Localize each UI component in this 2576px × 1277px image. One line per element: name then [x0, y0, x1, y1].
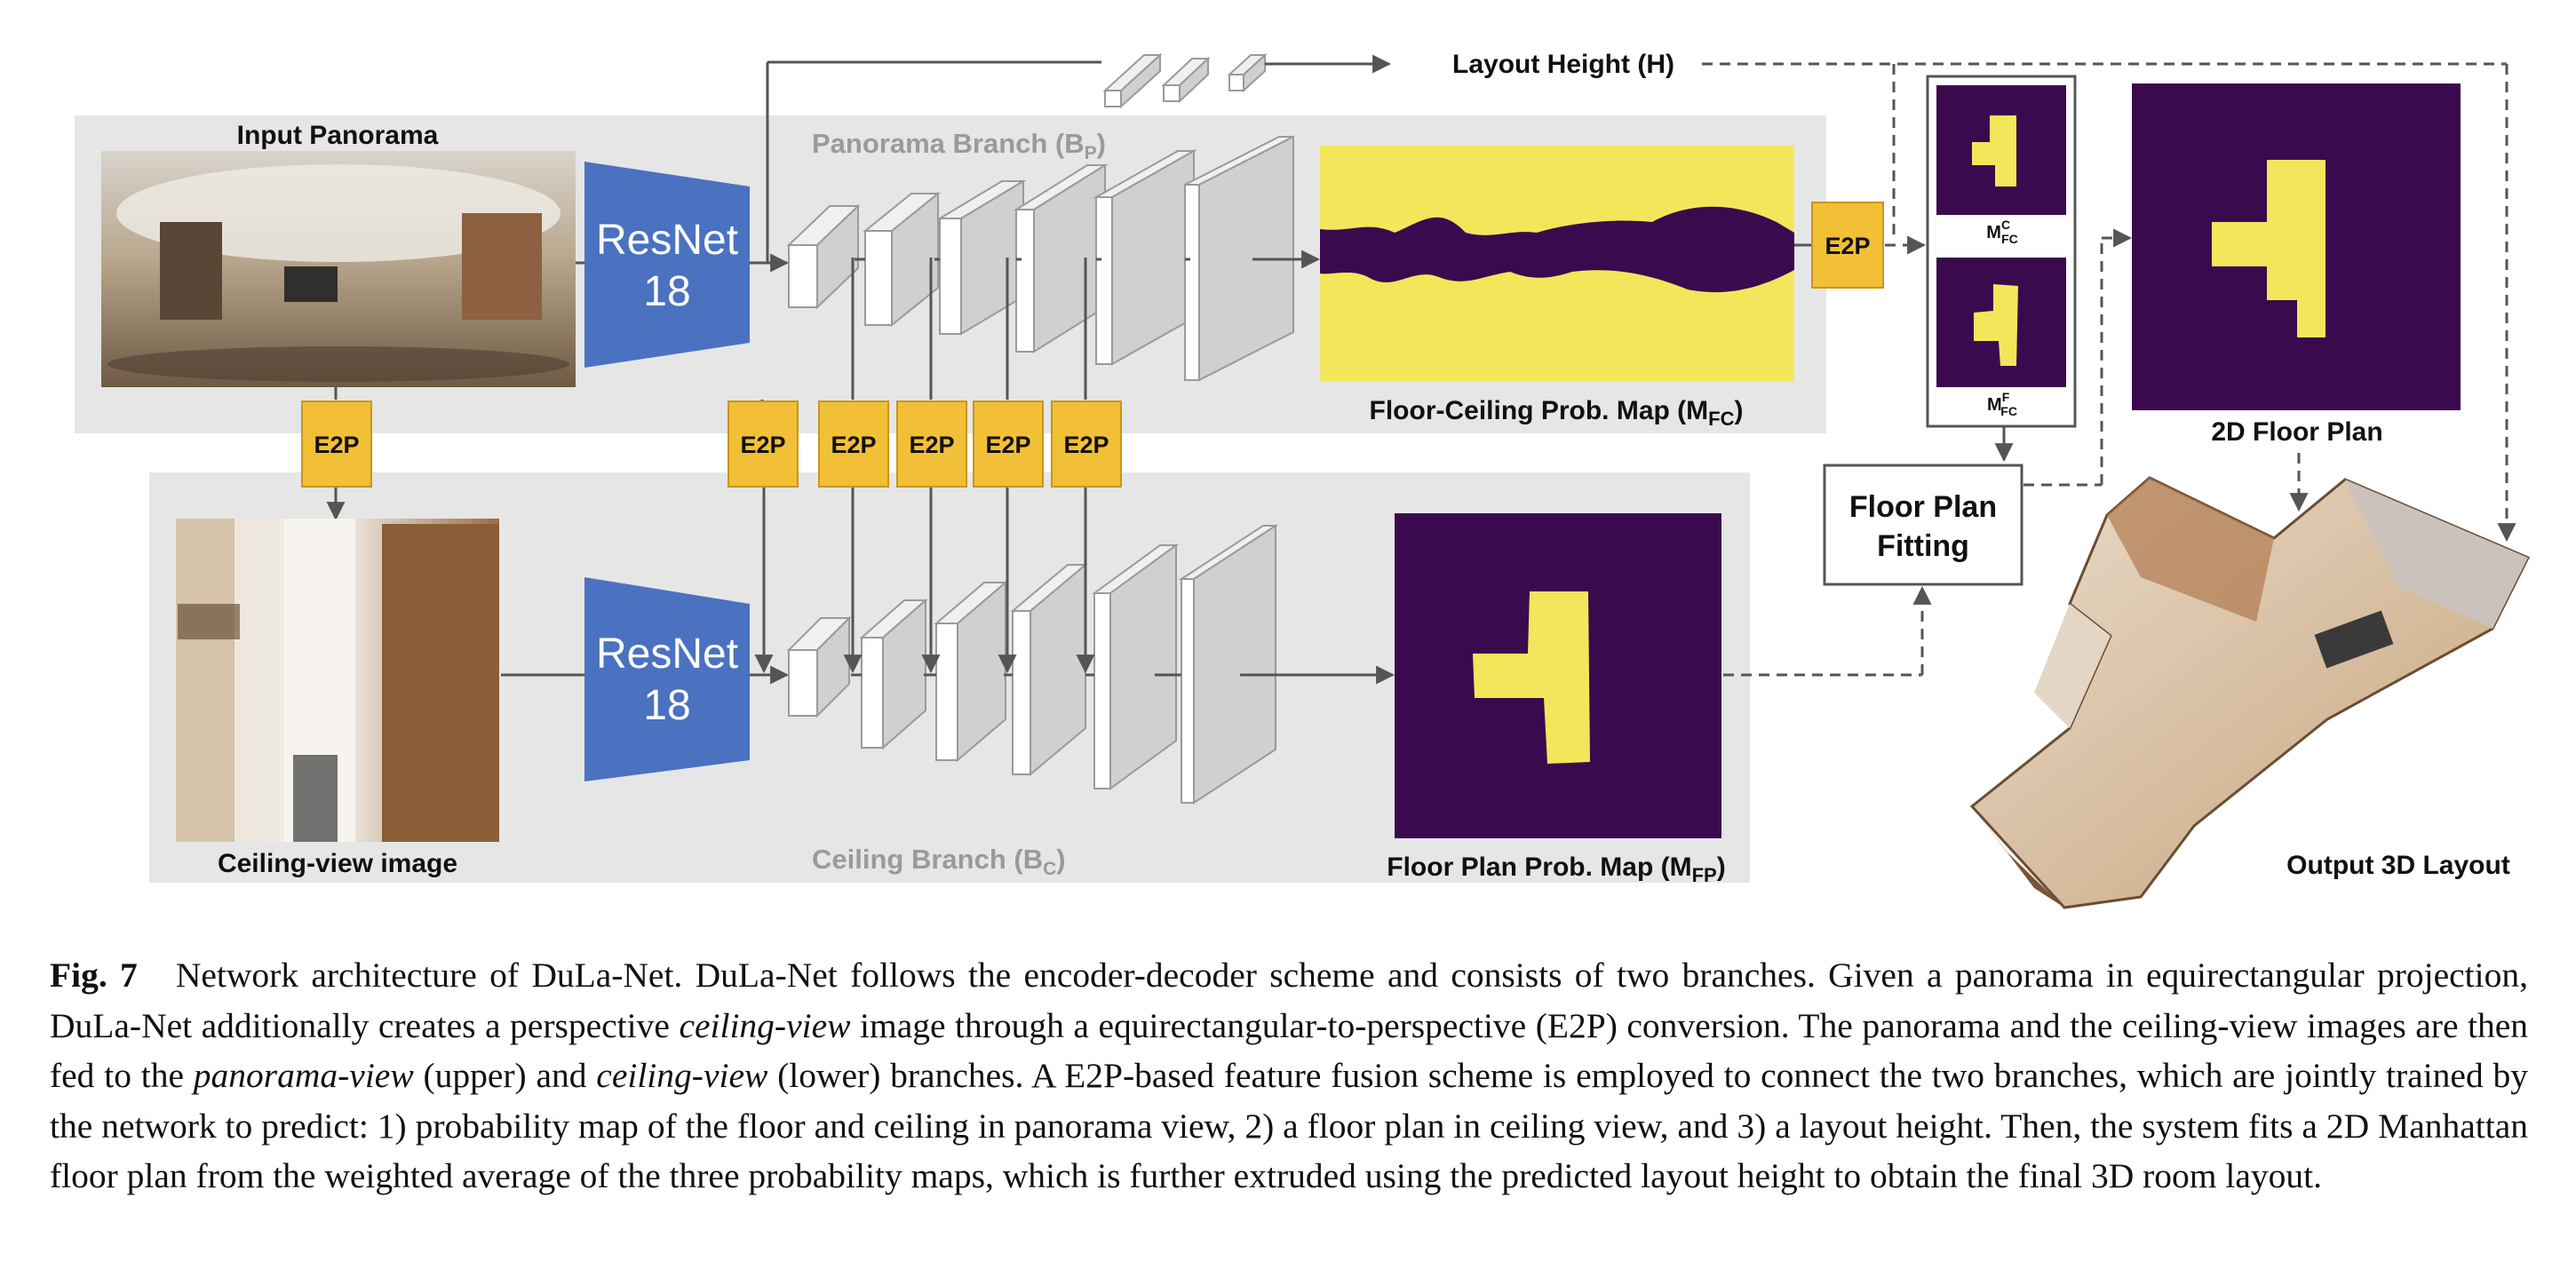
- e2p-box: E2P: [1811, 202, 1884, 289]
- caption-emphasis: ceiling-view: [596, 1056, 768, 1095]
- mfc-maps-frame: [1926, 75, 2077, 428]
- ceiling-view-label: Ceiling-view image: [218, 849, 457, 878]
- svg-text:E2P: E2P: [740, 432, 785, 458]
- output-3d-label: Output 3D Layout: [2286, 851, 2510, 880]
- connector-lines: [326, 54, 2014, 685]
- ceiling-view-image: [176, 519, 499, 842]
- panorama-branch-label: Panorama Branch (BP): [812, 128, 1106, 163]
- e2p-box: E2P: [973, 401, 1044, 488]
- svg-text:ResNet: ResNet: [596, 217, 738, 264]
- floor-plan-2d: [2132, 83, 2461, 410]
- architecture-diagram: Input Panorama ResNet 18 ResNet 18 Panor…: [75, 50, 2531, 909]
- ceiling-decoder-blocks: [786, 524, 1279, 805]
- floor-plan-map-label: Floor Plan Prob. Map (MFP): [1387, 853, 1725, 886]
- caption-text: Network architecture of DuLa-Net. DuLa-N…: [50, 956, 2528, 1045]
- svg-text:Floor Plan: Floor Plan: [1849, 490, 1997, 524]
- svg-text:E2P: E2P: [985, 432, 1030, 458]
- resnet-encoder-bottom: ResNet 18: [584, 577, 750, 781]
- svg-text:E2P: E2P: [1063, 432, 1109, 458]
- svg-text:E2P: E2P: [1825, 233, 1870, 259]
- output-3d-layout: [1969, 476, 2531, 909]
- mfc-ceiling-map: [1936, 85, 2066, 215]
- resnet-encoder-top: ResNet 18: [584, 162, 750, 368]
- svg-text:E2P: E2P: [314, 432, 359, 458]
- caption-text: (upper) and: [413, 1056, 597, 1095]
- e2p-box: E2P: [301, 401, 372, 488]
- layout-height-label: Layout Height (H): [1452, 50, 1674, 79]
- e2p-box: E2P: [727, 401, 799, 488]
- svg-text:E2P: E2P: [831, 432, 876, 458]
- floor-plan-2d-label: 2D Floor Plan: [2211, 417, 2382, 447]
- floor-ceiling-map-label: Floor-Ceiling Prob. Map (MFC): [1370, 396, 1744, 430]
- figure-caption: Fig. 7 Network architecture of DuLa-Net.…: [50, 950, 2528, 1202]
- floor-plan-prob-map: [1395, 513, 1721, 838]
- svg-text:18: 18: [643, 682, 690, 729]
- svg-text:E2P: E2P: [909, 432, 954, 458]
- svg-text:ResNet: ResNet: [596, 631, 738, 678]
- e2p-box: E2P: [818, 401, 889, 488]
- panorama-decoder-blocks: [786, 135, 1294, 382]
- input-panorama-label: Input Panorama: [237, 121, 439, 150]
- caption-emphasis: panorama-view: [193, 1056, 414, 1095]
- svg-text:Fitting: Fitting: [1877, 529, 1969, 563]
- input-panorama-image: [101, 151, 576, 387]
- mfc-floor-map: [1936, 258, 2066, 387]
- figure-number: Fig. 7: [50, 956, 138, 995]
- floor-plan-fitting-box: Floor Plan Fitting: [1823, 464, 2023, 586]
- e2p-box: E2P: [896, 401, 967, 488]
- e2p-box: E2P: [1051, 401, 1122, 488]
- ceiling-branch-label: Ceiling Branch (BC): [812, 844, 1066, 879]
- dashed-connectors: [1702, 62, 2516, 677]
- floor-ceiling-prob-map: [1320, 146, 1794, 382]
- caption-text: image through a equirectangular-to-persp…: [50, 1005, 2528, 1096]
- layout-height-fc-blocks: [1102, 52, 1268, 109]
- caption-emphasis: ceiling-view: [679, 1005, 851, 1045]
- svg-text:18: 18: [643, 268, 690, 315]
- caption-text: (lower) branches. A E2P-based feature fu…: [50, 1056, 2528, 1195]
